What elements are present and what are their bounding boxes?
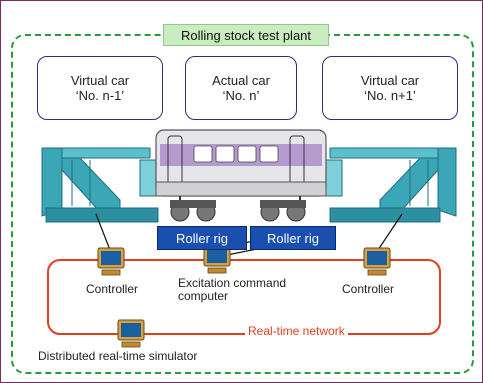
excitation-computer-label: Excitation command computer <box>178 277 286 303</box>
computer-icon-center <box>203 245 231 274</box>
controller-label-right: Controller <box>342 282 395 296</box>
left-excitation-equipment <box>41 147 163 223</box>
excitation-line-2: computer <box>178 289 229 303</box>
car-number: ‘No. n+1’ <box>364 88 416 103</box>
car-number: ‘No. n-1’ <box>75 88 125 103</box>
car-label: Virtual car <box>360 73 420 88</box>
excitation-line-1: Excitation command <box>178 276 287 290</box>
link-right-controller <box>377 213 403 251</box>
link-left-controller <box>95 213 111 251</box>
roller-rig-label-right: Roller rig <box>250 226 336 250</box>
computer-icon-left <box>97 247 125 276</box>
virtual-car-left-box: Virtual car ‘No. n-1’ <box>37 56 163 120</box>
car-label: Virtual car <box>70 73 130 88</box>
controller-label-left: Controller <box>86 282 139 296</box>
virtual-car-right-box: Virtual car ‘No. n+1’ <box>322 56 458 120</box>
car-label: Actual car <box>212 73 270 88</box>
simulator-label: Distributed real-time simulator <box>38 349 198 363</box>
car-number: ‘No. n’ <box>222 88 260 103</box>
computer-icon-simulator <box>117 319 145 348</box>
network-label: Real-time network <box>245 324 348 338</box>
bogie-left <box>170 200 216 222</box>
actual-car-box: Actual car ‘No. n’ <box>185 56 297 120</box>
roller-rig-label-left: Roller rig <box>157 226 247 250</box>
plant-title: Rolling stock test plant <box>163 24 329 46</box>
network-loop <box>47 259 441 335</box>
computer-icon-right <box>363 247 391 276</box>
bogie-right <box>260 200 306 222</box>
actual-car-body <box>155 129 327 206</box>
